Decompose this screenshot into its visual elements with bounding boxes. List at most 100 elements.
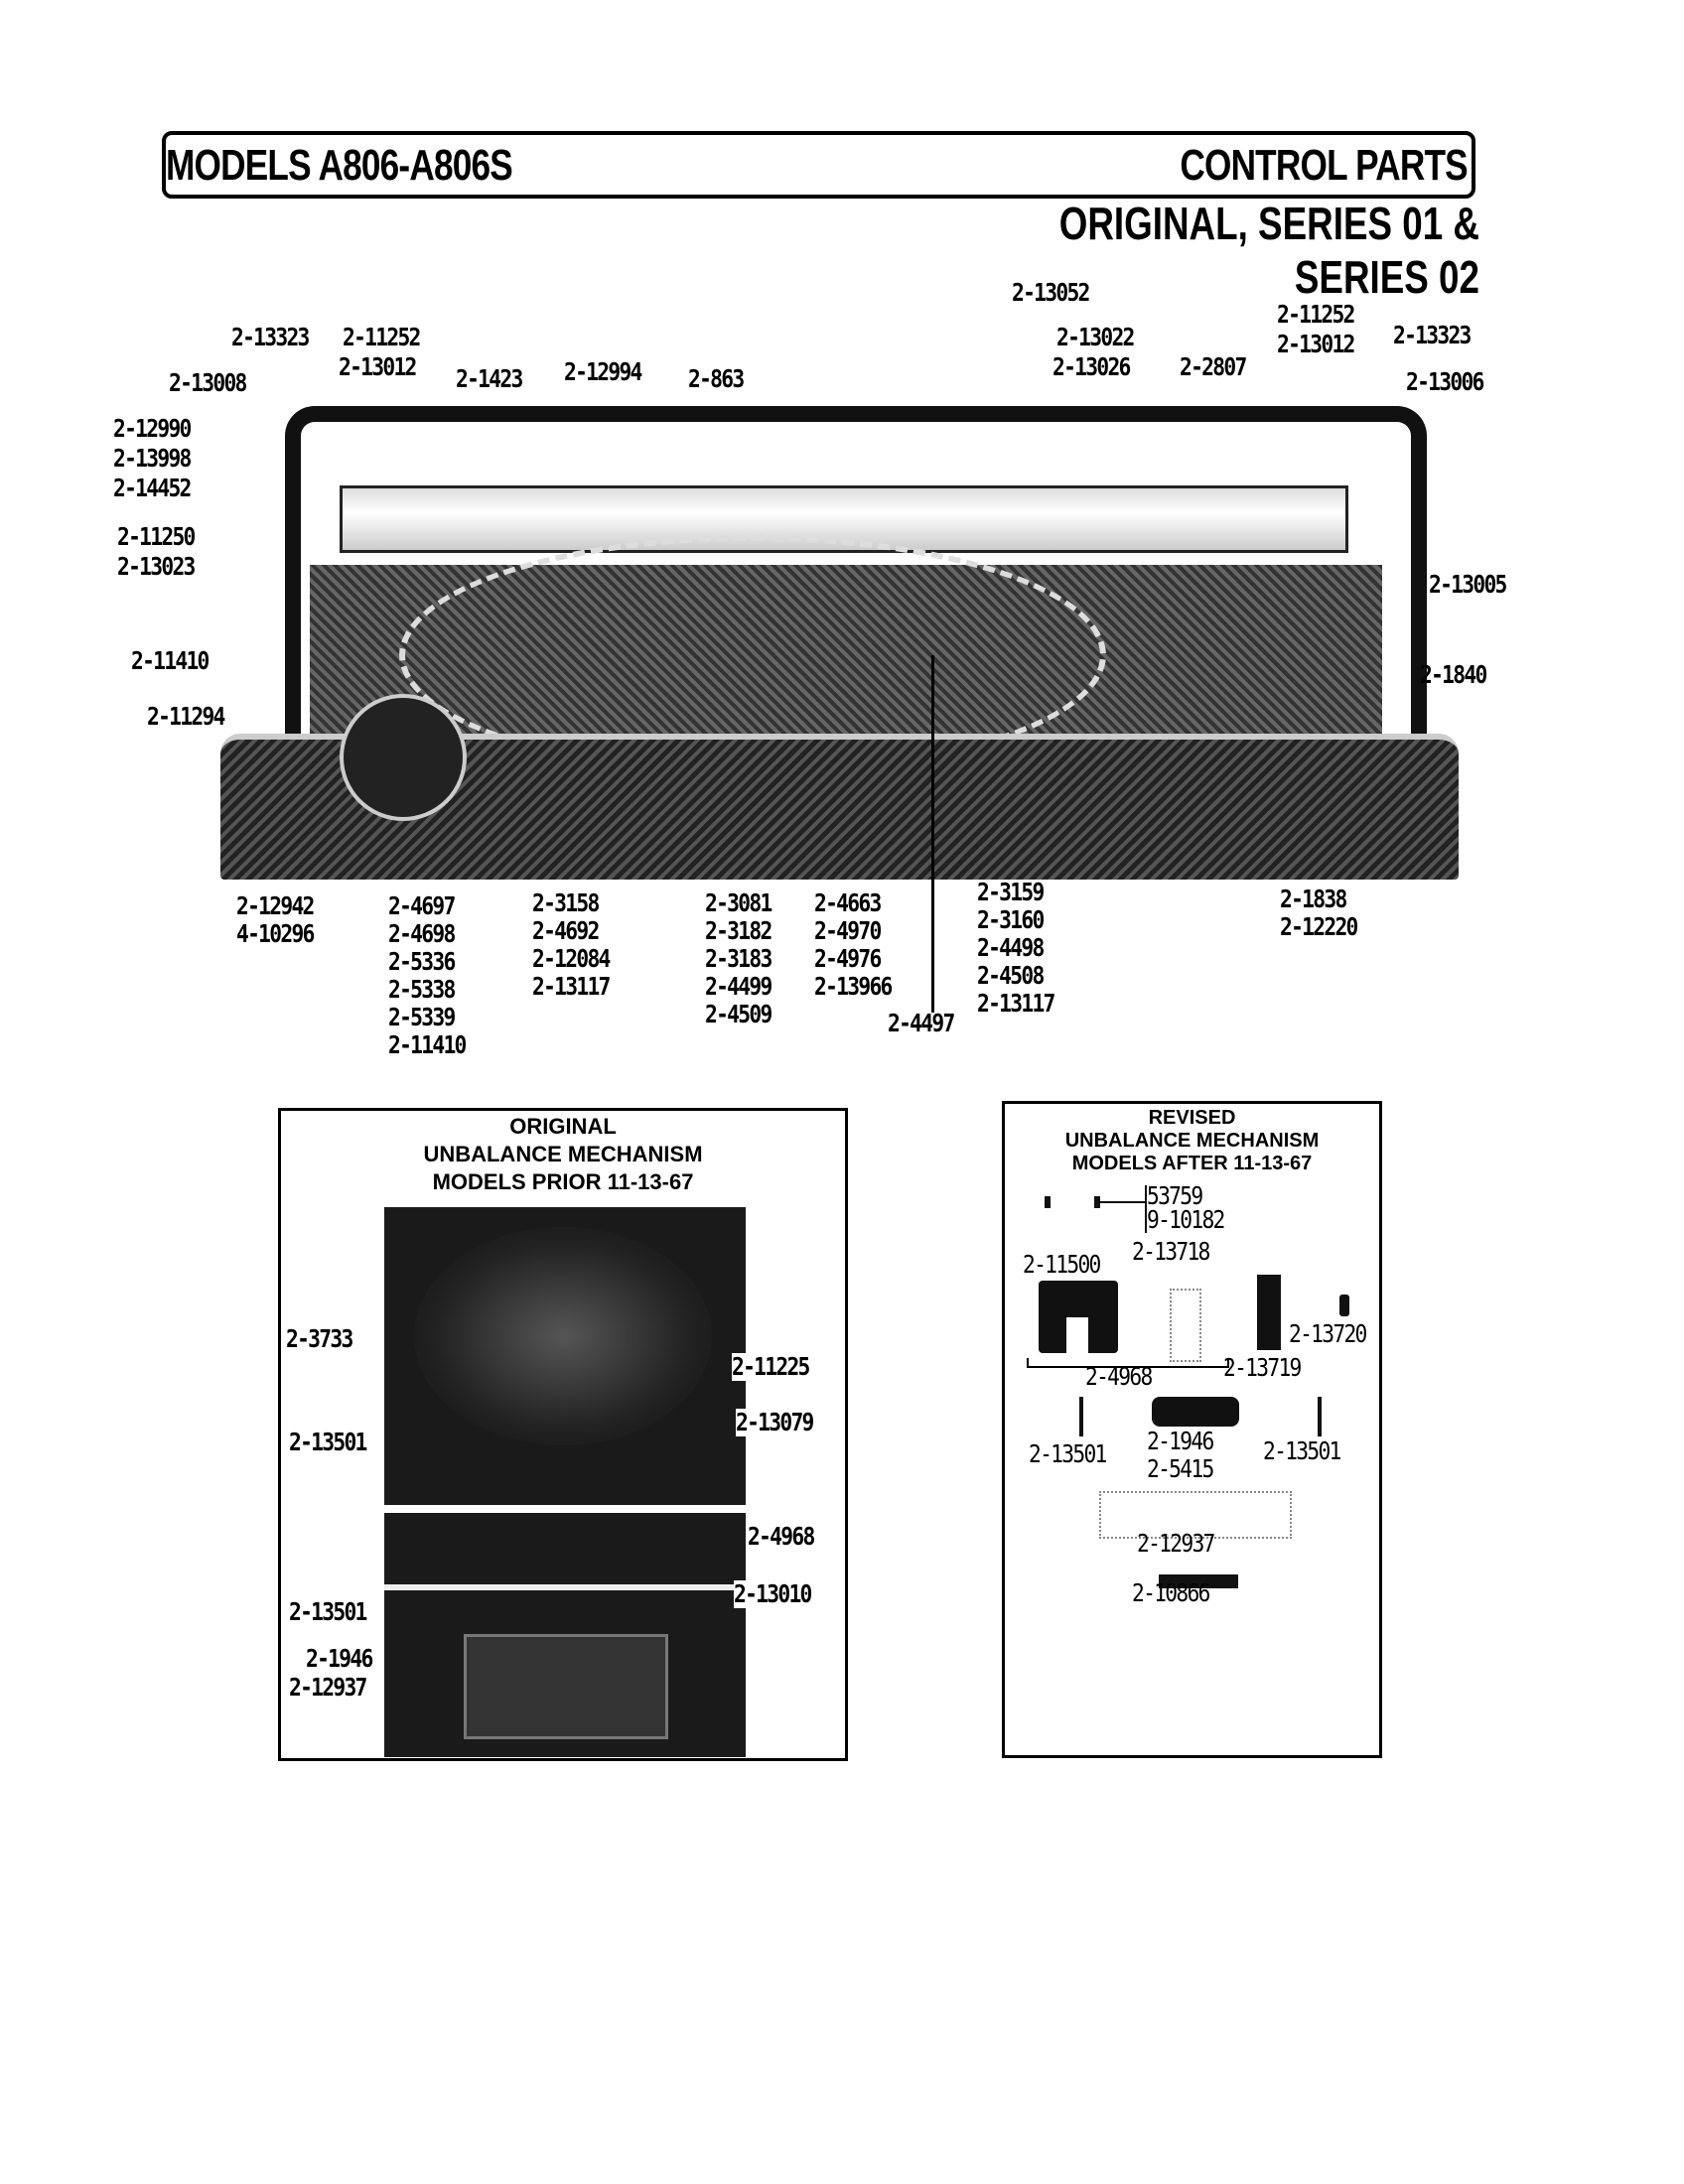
part-label: 2-1838 (1280, 885, 1347, 913)
part-label: 2-11252 (1277, 300, 1355, 329)
title-line: MODELS PRIOR 11-13-67 (432, 1169, 694, 1194)
part-label: 2-11294 (147, 702, 225, 731)
part-label: 2-13005 (1429, 570, 1507, 599)
part-label: 2-13010 (734, 1579, 812, 1608)
pulley (414, 1227, 712, 1445)
part-label: 2-5415 (1147, 1454, 1214, 1483)
part-label: 2-5338 (388, 975, 456, 1004)
part-label: 2-4498 (977, 933, 1045, 962)
part-label: 2-13117 (977, 989, 1055, 1018)
part-label: 4-10296 (236, 919, 315, 948)
section-title: CONTROL PARTS (1180, 141, 1469, 190)
part-label: 2-11225 (732, 1352, 810, 1381)
bracket-line (1027, 1358, 1229, 1368)
part-label: 2-13501 (1263, 1436, 1341, 1465)
part-label: 2-4509 (705, 1000, 772, 1028)
part-label: 2-13719 (1223, 1353, 1302, 1382)
part-label: 2-5339 (388, 1003, 456, 1031)
part-label: 2-13720 (1289, 1319, 1367, 1348)
part-label: 2-12994 (564, 357, 642, 386)
bracket-cutout (1066, 1317, 1088, 1353)
part-label-group: 2-4663 2-4970 2-4976 2-13966 (814, 888, 893, 1001)
screw-icon (1094, 1196, 1100, 1208)
actuator-part (1170, 1289, 1201, 1362)
part-label: 2-13117 (532, 972, 611, 1001)
part-label: 2-13323 (231, 323, 310, 351)
title-line: ORIGINAL (509, 1114, 617, 1139)
part-label: 2-13718 (1132, 1237, 1210, 1266)
part-label-group: 2-12942 4-10296 (236, 891, 315, 948)
leader-line (1100, 1201, 1145, 1203)
leader-line (931, 655, 934, 1013)
part-label: 2-14452 (113, 474, 192, 502)
part-label: 2-13022 (1056, 323, 1135, 351)
gap (384, 1584, 746, 1590)
screw-icon (1045, 1196, 1051, 1208)
part-label: 2-13006 (1406, 367, 1484, 396)
part-label-group: 2-1838 2-12220 (1280, 885, 1358, 941)
part-label: 2-11252 (343, 323, 421, 351)
part-label: 2-4499 (705, 972, 772, 1001)
gap (384, 1505, 746, 1513)
part-label: 2-4976 (814, 944, 882, 973)
part-label: 2-13966 (814, 972, 893, 1001)
models-title: MODELS A806-A806S (166, 141, 513, 190)
switch-part (1152, 1397, 1239, 1427)
part-label: 2-13026 (1052, 352, 1131, 381)
part-label: 2-11410 (388, 1030, 467, 1059)
part-label-group: 2-3159 2-3160 2-4498 2-4508 2-13117 (977, 878, 1055, 1018)
part-label: 2-4968 (748, 1522, 815, 1551)
part-label: 2-4508 (977, 961, 1045, 990)
leader-line (1145, 1185, 1147, 1233)
box-title: ORIGINAL UNBALANCE MECHANISM MODELS PRIO… (281, 1113, 845, 1196)
part-label: 2-11500 (1023, 1250, 1101, 1279)
screw-icon (1079, 1397, 1083, 1436)
strip-part (1159, 1574, 1238, 1588)
title-line: UNBALANCE MECHANISM (423, 1142, 703, 1166)
part-label: 2-12084 (532, 944, 611, 973)
part-label: 2-4968 (1085, 1362, 1153, 1391)
part-label: 2-3081 (705, 888, 772, 917)
part-label: 2-12937 (1137, 1529, 1215, 1558)
screw-icon (1318, 1397, 1322, 1436)
part-label: 2-1946 (1147, 1427, 1214, 1455)
part-label: 53759 (1147, 1181, 1203, 1210)
part-label: 2-12990 (113, 414, 192, 443)
part-label-group: 2-12990 2-13998 2-14452 (113, 414, 192, 503)
part-label: 2-13008 (169, 368, 247, 397)
title-box: MODELS A806-A806S CONTROL PARTS (162, 131, 1475, 199)
box-title: REVISED UNBALANCE MECHANISM MODELS AFTER… (1005, 1107, 1379, 1175)
part-label: 2-12942 (236, 891, 315, 920)
part-label: 2-3182 (705, 916, 772, 945)
part-label: 2-4970 (814, 916, 882, 945)
part-label: 2-4497 (888, 1009, 955, 1037)
part-label: 2-13501 (289, 1597, 367, 1626)
part-label: 2-3733 (286, 1324, 353, 1353)
part-label: 2-4663 (814, 888, 882, 917)
console-frame (285, 406, 1427, 734)
mechanism-photo (384, 1207, 746, 1757)
part-label: 2-1423 (456, 364, 523, 393)
part-label: 2-3160 (977, 905, 1045, 934)
part-label: 2-3159 (977, 878, 1045, 906)
part-label: 2-11250 (117, 522, 196, 551)
part-label: 2-3158 (532, 888, 600, 917)
part-label: 2-13323 (1393, 321, 1472, 349)
part-label: 2-12220 (1280, 912, 1358, 941)
part-label-group: 2-4697 2-4698 2-5336 2-5338 2-5339 2-114… (388, 891, 467, 1059)
part-label: 2-4697 (388, 891, 456, 920)
part-label: 2-1840 (1420, 660, 1487, 689)
part-label-group: 2-11250 2-13023 (117, 522, 196, 582)
title-line: REVISED (1148, 1107, 1236, 1129)
part-label: 2-13012 (339, 352, 417, 381)
lever-part (1257, 1275, 1281, 1350)
part-label: 2-10866 (1132, 1578, 1210, 1607)
part-label: 2-4698 (388, 919, 456, 948)
part-label: 2-1946 (306, 1644, 373, 1673)
part-label-group: 2-3081 2-3182 2-3183 2-4499 2-4509 (705, 889, 772, 1028)
part-label: 2-13501 (289, 1428, 367, 1456)
title-line: MODELS AFTER 11-13-67 (1071, 1153, 1313, 1174)
part-label: 2-13501 (1029, 1439, 1107, 1468)
part-label: 2-863 (688, 364, 745, 393)
part-label: 2-13012 (1277, 330, 1355, 358)
